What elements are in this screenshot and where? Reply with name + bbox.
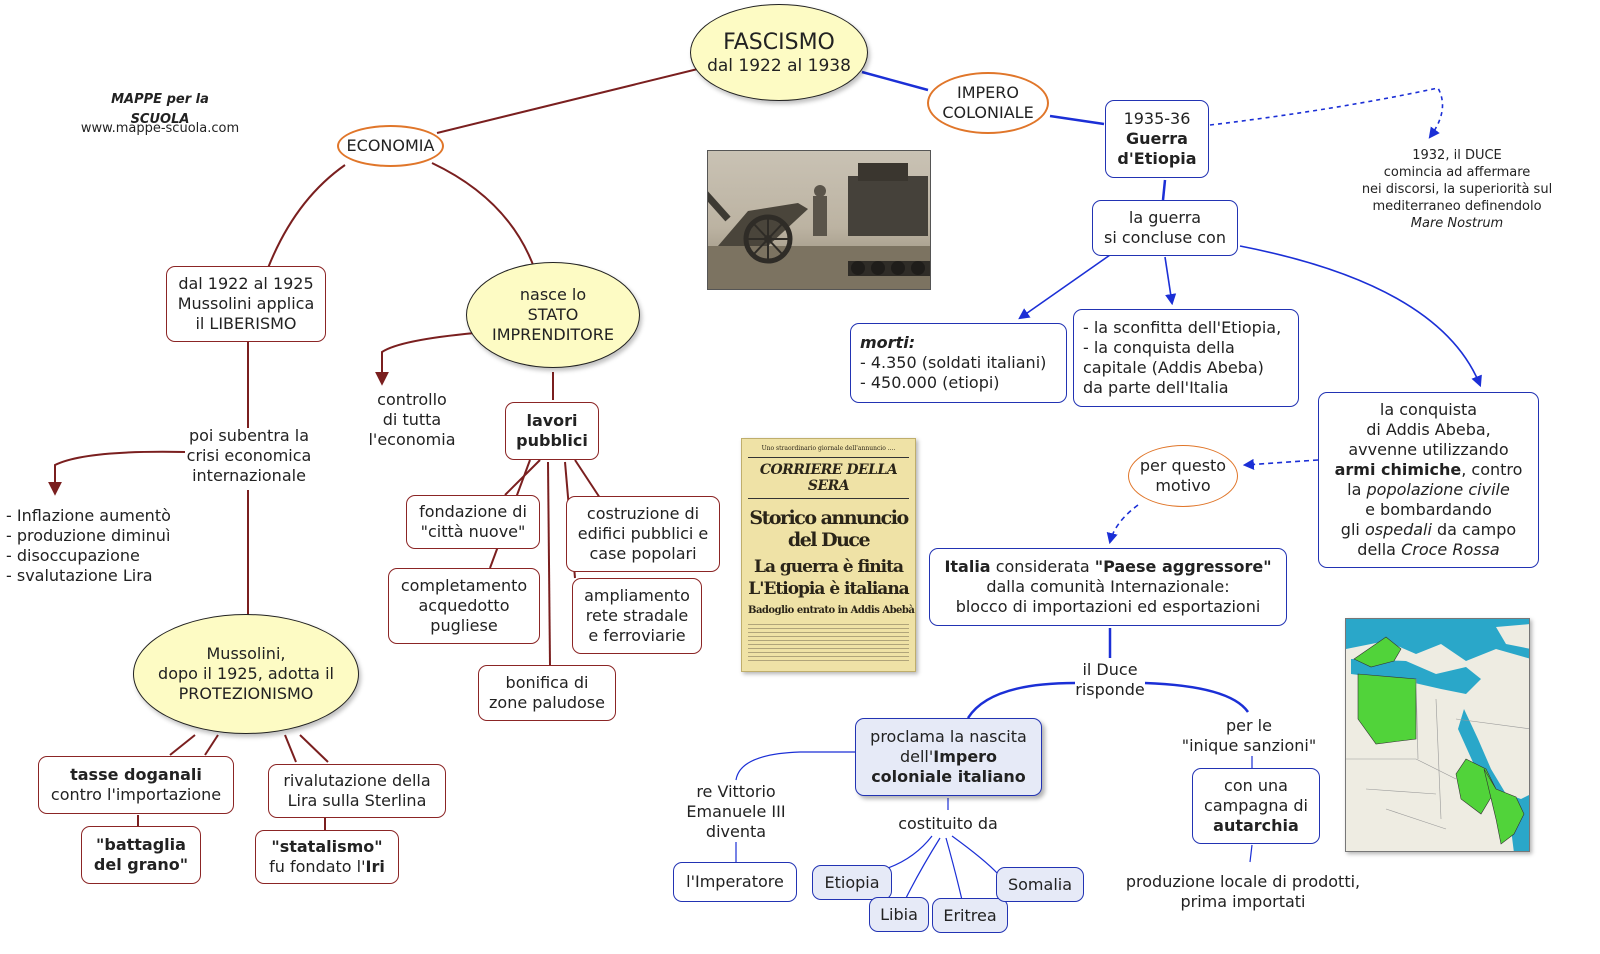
main-topic-fascismo: FASCISMO dal 1922 al 1938 <box>690 4 868 101</box>
conquista-p3: e bombardando gli <box>1340 500 1492 539</box>
crisi-node: poi subentra la crisi economica internaz… <box>186 426 312 485</box>
statalismo-iri: Iri <box>365 857 385 876</box>
conquista-popolazione: popolazione civile <box>1366 480 1510 499</box>
autarchia-p1: con una campagna di <box>1204 776 1308 815</box>
effetti-node: - Inflazione aumentò - produzione diminu… <box>6 506 171 585</box>
mare-nostrum-note: 1932, il DUCE comincia ad affermare nei … <box>1352 145 1562 233</box>
conquista-addis-node: la conquista di Addis Abeba, avvenne uti… <box>1318 392 1539 568</box>
conquista-p4: da campo della <box>1357 520 1517 559</box>
guerra-year: 1935-36 <box>1123 109 1191 128</box>
stato-imprenditore-node: nasce lo STATO IMPRENDITORE <box>466 262 640 368</box>
main-title: FASCISMO <box>723 29 835 55</box>
re-vittorio-node: re Vittorio Emanuele III diventa <box>686 782 786 841</box>
edifici-pubblici-node: costruzione di edifici pubblici e case p… <box>566 496 720 572</box>
sconfitta-node: - la sconfitta dell'Etiopia, - la conqui… <box>1073 309 1299 407</box>
newspaper-line1: La guerra è finita <box>754 557 904 577</box>
economia-node: ECONOMIA <box>337 125 444 167</box>
colonia-libia: Libia <box>869 897 929 932</box>
duce-risponde-node: il Duce risponde <box>1075 660 1145 699</box>
colonies-map <box>1345 618 1530 852</box>
paese-aggressore-node: Italia considerata "Paese aggressore" da… <box>929 548 1287 626</box>
conquista-croce-rossa: Croce Rossa <box>1401 540 1500 559</box>
aggressore-paese: "Paese aggressore" <box>1094 557 1272 576</box>
colonies-map-drawing <box>1346 619 1529 851</box>
proclama-impero-node: proclama la nascita dell'Impero colonial… <box>855 718 1042 796</box>
lavori-pubblici-node: lavori pubblici <box>505 402 599 460</box>
citta-nuove-node: fondazione di "città nuove" <box>406 495 540 549</box>
colonia-somalia: Somalia <box>996 867 1084 902</box>
acquedotto-node: completamento acquedotto pugliese <box>388 568 540 644</box>
guerra-etiopia-node: 1935-36 Guerra d'Etiopia <box>1105 100 1209 178</box>
newspaper-front-page: Uno straordinario giornale dell'annuncio… <box>741 438 916 672</box>
autarchia-bold: autarchia <box>1213 816 1299 835</box>
main-subtitle: dal 1922 al 1938 <box>707 55 851 76</box>
battaglia-grano-node: "battaglia del grano" <box>81 826 201 884</box>
credit-title: MAPPE per la SCUOLA <box>111 92 209 127</box>
aggressore-italia: Italia <box>944 557 991 576</box>
produzione-locale-node: produzione locale di prodotti, prima imp… <box>1125 872 1361 911</box>
conquista-p2: , contro la <box>1347 460 1523 499</box>
controllo-node: controllo di tutta l'economia <box>368 390 456 449</box>
proclama-p1: proclama la nascita dell' <box>870 727 1027 766</box>
autarchia-text: con una campagna di autarchia <box>1204 776 1308 836</box>
liberismo-node: dal 1922 al 1925 Mussolini applica il LI… <box>166 266 326 342</box>
newspaper-top: Uno straordinario giornale dell'annuncio… <box>761 445 896 452</box>
credit-url: www.mappe-scuola.com <box>80 121 240 136</box>
costituito-node: costituito da <box>898 814 998 833</box>
protezionismo-node: Mussolini, dopo il 1925, adotta il PROTE… <box>133 614 359 734</box>
morti-node: morti: - 4.350 (soldati italiani) - 450.… <box>850 323 1067 403</box>
conquista-text: la conquista di Addis Abeba, avvenne uti… <box>1335 400 1523 560</box>
bonifica-node: bonifica di zone paludose <box>478 665 616 721</box>
aggressore-p1: considerata <box>990 557 1095 576</box>
impero-coloniale-node: IMPERO COLONIALE <box>927 72 1049 134</box>
artillery-illustration <box>708 163 930 289</box>
morti-lines: - 4.350 (soldati italiani) - 450.000 (et… <box>860 353 1047 392</box>
guerra-conclusione-node: la guerra si concluse con <box>1092 200 1238 256</box>
artillery-photo <box>707 150 931 290</box>
statalismo-node: "statalismo" fu fondato l'Iri <box>255 830 399 884</box>
statalismo-bold: "statalismo" <box>271 837 383 856</box>
proclama-text: proclama la nascita dell'Impero colonial… <box>870 727 1027 787</box>
statalismo-line: fu fondato l'Iri <box>269 857 385 877</box>
imperatore-node: l'Imperatore <box>673 862 797 902</box>
aggressore-text: Italia considerata "Paese aggressore" da… <box>944 557 1271 617</box>
rete-stradale-node: ampliamento rete stradale e ferroviarie <box>572 578 702 654</box>
conquista-p1: la conquista di Addis Abeba, avvenne uti… <box>1348 400 1509 459</box>
newspaper-headline: Storico annuncio del Duce <box>749 507 909 551</box>
newspaper-line3: Badoglio entrato in Addis Abebà <box>748 605 915 616</box>
tasse-text: contro l'importazione <box>50 785 222 804</box>
colonia-etiopia: Etiopia <box>812 865 892 900</box>
aggressore-p2: dalla comunità Internazionale: blocco di… <box>955 577 1261 616</box>
morti-title: morti: <box>860 333 916 352</box>
autarchia-node: con una campagna di autarchia <box>1192 768 1320 844</box>
colonia-eritrea: Eritrea <box>932 898 1008 933</box>
guerra-title: Guerra d'Etiopia <box>1117 129 1197 168</box>
newspaper-columns <box>748 624 909 664</box>
nota-text: 1932, il DUCE comincia ad affermare nei … <box>1361 147 1553 214</box>
inique-sanzioni-node: per le "inique sanzioni" <box>1181 716 1317 755</box>
conquista-ospedali: ospedali <box>1364 520 1432 539</box>
nota-italic: Mare Nostrum <box>1410 215 1504 231</box>
newspaper-masthead: CORRIERE DELLA SERA <box>748 457 909 499</box>
tasse-doganali-node: tasse doganali contro l'importazione <box>38 756 234 814</box>
newspaper-line2: L'Etiopia è italiana <box>748 579 909 599</box>
per-questo-motivo-node: per questo motivo <box>1128 445 1238 507</box>
conquista-armi: armi chimiche <box>1334 460 1462 479</box>
statalismo-text: fu fondato l' <box>269 857 366 876</box>
proclama-impero: Impero coloniale italiano <box>871 747 1026 786</box>
rivalutazione-node: rivalutazione della Lira sulla Sterlina <box>268 764 446 818</box>
tasse-bold: tasse doganali <box>70 765 202 784</box>
